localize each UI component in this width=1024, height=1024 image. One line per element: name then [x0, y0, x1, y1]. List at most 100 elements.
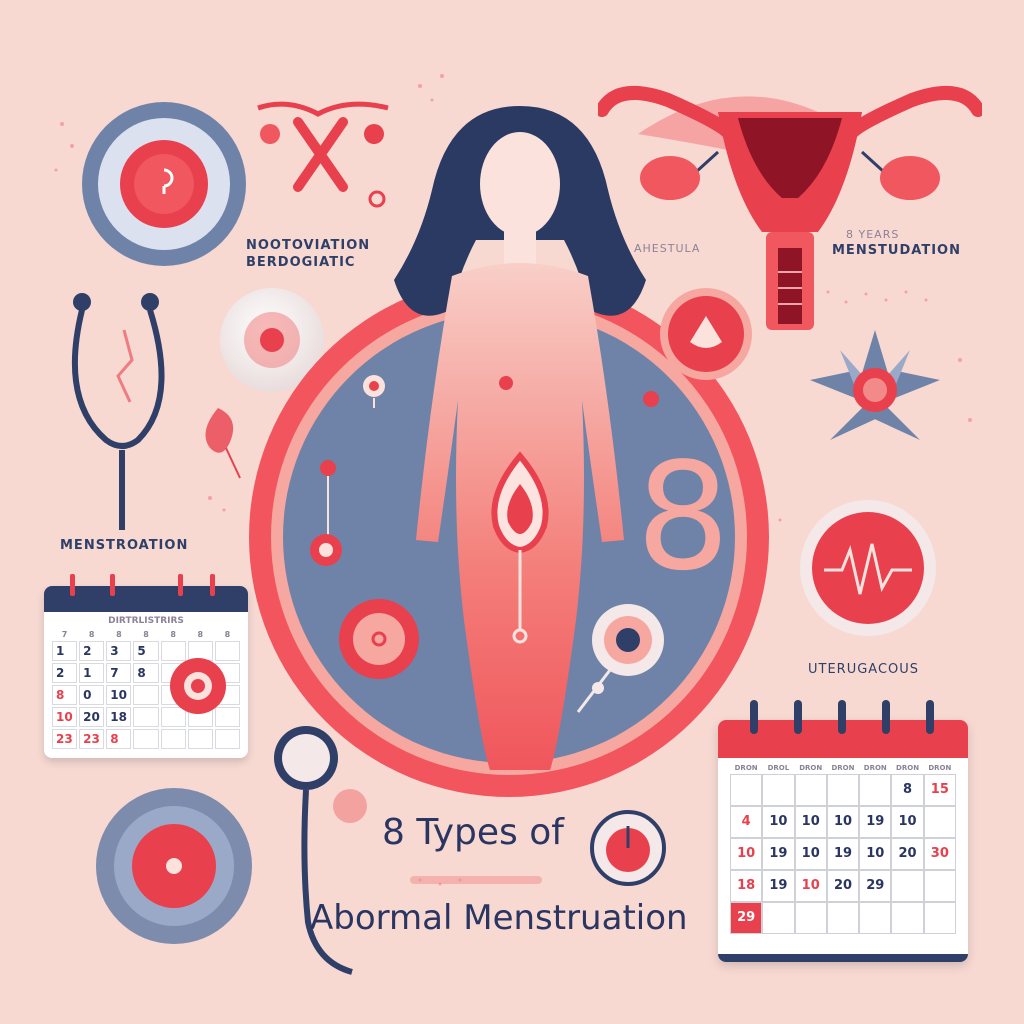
large-calendar-cell[interactable]	[891, 870, 924, 902]
small-calendar-cell[interactable]	[133, 729, 159, 749]
small-calendar-cell[interactable]: 8	[133, 663, 159, 683]
large-calendar-cell[interactable]: 19	[762, 838, 795, 870]
small-pin-icon	[363, 375, 385, 408]
decorative-dot	[643, 391, 659, 407]
cell-sphere-icon	[220, 288, 324, 392]
large-calendar-cell[interactable]: 20	[826, 870, 860, 902]
large-calendar-cell[interactable]	[826, 902, 860, 934]
uterus-icon	[598, 86, 982, 330]
label-left-mid: MENSTROATION	[60, 538, 189, 553]
small-calendar-cell[interactable]: 2	[79, 641, 105, 661]
small-calendar-cell[interactable]: 20	[79, 707, 105, 727]
small-calendar-cell[interactable]: 3	[106, 641, 132, 661]
small-calendar-cell[interactable]: 7	[106, 663, 132, 683]
large-calendar-weekday: DRON	[799, 764, 823, 772]
small-calendar-weekday: 8	[170, 630, 176, 639]
large-calendar-cell[interactable]: 8	[891, 774, 924, 806]
label-top-left-2: BERDOGIATIC	[246, 255, 356, 270]
large-calendar-footer	[718, 954, 968, 962]
small-calendar-cell[interactable]	[160, 641, 186, 661]
small-calendar-cell[interactable]: 5	[133, 641, 159, 661]
large-calendar-cell[interactable]: 10	[794, 870, 827, 902]
small-calendar-cell[interactable]	[133, 707, 159, 727]
small-calendar-cell[interactable]	[214, 707, 240, 727]
label-top-right-2: MENSTUDATION	[832, 243, 961, 258]
small-calendar-cell[interactable]: 10	[106, 685, 132, 705]
small-calendar-weekday: 8	[143, 630, 149, 639]
large-calendar-cell[interactable]	[794, 902, 827, 934]
large-calendar-cell[interactable]: 10	[794, 838, 827, 870]
large-calendar-cell[interactable]	[730, 774, 763, 806]
large-calendar-cell[interactable]: 29	[859, 870, 892, 902]
large-calendar-cell[interactable]: 10	[891, 806, 924, 838]
small-calendar-cell[interactable]: 8	[106, 729, 132, 749]
large-calendar-cell[interactable]: 10	[730, 838, 763, 870]
large-calendar-cell[interactable]: 19	[762, 870, 795, 902]
large-calendar-cell[interactable]: 20	[891, 838, 924, 870]
large-calendar-cell[interactable]	[923, 902, 956, 934]
large-calendar-cell[interactable]	[923, 806, 956, 838]
calendar-marker-icon	[170, 658, 226, 714]
large-calendar-cell[interactable]: 15	[923, 774, 956, 806]
top-left-indicator-icon	[82, 102, 246, 266]
large-calendar-cell[interactable]: 29	[730, 902, 763, 934]
large-calendar-cell[interactable]	[826, 774, 860, 806]
small-calendar-weekday: 8	[116, 630, 122, 639]
small-calendar-weekday: 8	[197, 630, 204, 639]
small-calendar-cell[interactable]	[133, 685, 159, 705]
large-calendar-cell[interactable]: 10	[859, 838, 892, 870]
decorative-dot	[368, 190, 386, 208]
title-underline	[410, 876, 542, 884]
small-calendar-weekday: 8	[224, 630, 231, 639]
large-calendar-cell[interactable]: 19	[826, 838, 860, 870]
large-calendar-cell[interactable]	[794, 774, 827, 806]
large-calendar-cell[interactable]	[762, 902, 795, 934]
small-calendar-cell[interactable]: 2	[52, 663, 78, 683]
large-calendar-rings-icon	[750, 700, 934, 734]
large-calendar-cell[interactable]	[923, 870, 956, 902]
decorative-dot	[333, 789, 367, 823]
stethoscope-bottom-icon	[274, 726, 353, 975]
decorative-droplet-icon	[205, 408, 241, 479]
label-right-mid: UTERUGACOUS	[808, 662, 920, 677]
toggle-button-icon	[590, 810, 666, 886]
calendar-rings-icon	[70, 574, 215, 596]
large-calendar-weekday: DRON	[863, 764, 887, 772]
small-calendar-cell[interactable]	[187, 729, 213, 749]
small-calendar-cell[interactable]	[214, 641, 240, 661]
label-top-left-1: NOOTOVIATION	[246, 238, 371, 253]
label-center-top: AHESTULA	[634, 242, 701, 255]
small-calendar-cell[interactable]	[214, 729, 240, 749]
large-calendar-cell[interactable]: 10	[826, 806, 860, 838]
small-calendar-cell[interactable]: 23	[79, 729, 105, 749]
large-calendar-cell[interactable]	[891, 902, 924, 934]
small-calendar-title: DIRTRLISTRIRS	[108, 616, 184, 626]
large-calendar-weekday: DRON	[896, 764, 920, 772]
large-calendar-cell[interactable]	[762, 774, 795, 806]
small-calendar-cell[interactable]: 23	[52, 729, 78, 749]
small-calendar-cell[interactable]: 10	[52, 707, 78, 727]
big-number-eight: 8	[638, 440, 728, 580]
large-calendar-cell[interactable]: 18	[730, 870, 763, 902]
large-calendar-cell[interactable]	[859, 774, 892, 806]
large-calendar-cell[interactable]	[859, 902, 892, 934]
small-calendar-cell[interactable]: 8	[52, 685, 78, 705]
large-calendar-cell[interactable]: 4	[730, 806, 763, 838]
woman-silhouette-icon	[394, 106, 646, 770]
small-calendar-cell[interactable]: 1	[79, 663, 105, 683]
large-calendar-cell[interactable]: 10	[794, 806, 827, 838]
gauge-needle-icon	[576, 604, 664, 713]
bottom-left-indicator-icon	[96, 788, 252, 944]
small-calendar-cell[interactable]: 1	[52, 641, 78, 661]
small-calendar-cell[interactable]	[160, 707, 186, 727]
stethoscope-icon	[71, 293, 165, 530]
small-calendar-weekday: 8	[88, 630, 95, 639]
cell-indicator-icon	[339, 599, 419, 679]
large-calendar-cell[interactable]: 10	[762, 806, 795, 838]
small-calendar-cell[interactable]: 0	[79, 685, 105, 705]
large-calendar-cell[interactable]: 30	[923, 838, 956, 870]
small-calendar-cell[interactable]: 18	[106, 707, 132, 727]
large-calendar-cell[interactable]: 19	[859, 806, 892, 838]
small-calendar-cell[interactable]	[160, 729, 186, 749]
